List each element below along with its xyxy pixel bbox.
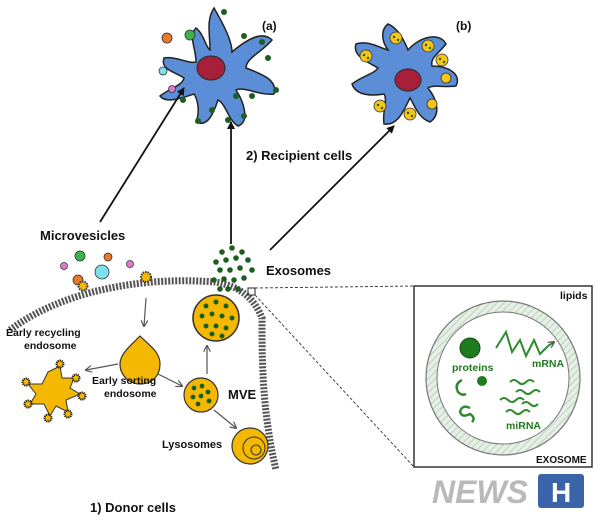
zoom-source-box <box>247 287 256 296</box>
inset-lipids-label: lipids <box>560 290 588 302</box>
svg-text:NEWS: NEWS <box>432 474 529 510</box>
zoom-line-top <box>254 285 415 289</box>
early-sorting-endosome <box>119 335 161 385</box>
mrna-strand <box>495 329 549 359</box>
early-sorting-label-2: endosome <box>104 388 157 400</box>
exosome-inset <box>413 285 593 468</box>
recipient-cells-label: 2) Recipient cells <box>246 148 352 163</box>
exosomes-label: Exosomes <box>266 263 331 278</box>
panel-b-label: (b) <box>456 19 471 33</box>
protein-small <box>477 376 487 386</box>
lysosomes-label: Lysosomes <box>162 439 222 451</box>
hook-shape-1 <box>455 378 467 396</box>
arrow-membrane-to-sorting <box>144 297 146 326</box>
mve-label: MVE <box>228 387 257 402</box>
arrow-sorting-to-mve <box>157 373 182 386</box>
inset-proteins-label: proteins <box>452 362 494 374</box>
microvesicles-label: Microvesicles <box>40 228 125 243</box>
arrow-mve-to-lysosome <box>213 409 236 428</box>
microvesicle-particles <box>60 250 134 286</box>
budding-vesicles <box>77 271 152 292</box>
exosome-cluster <box>211 245 255 292</box>
arrow-to-cell-a-left <box>99 87 185 223</box>
inset-exosome-label: EXOSOME <box>536 455 587 466</box>
lysosome <box>231 427 269 465</box>
recipient-cell-a <box>158 6 279 127</box>
panel-a-label: (a) <box>262 19 277 33</box>
donor-cell-membrane <box>7 277 280 471</box>
early-sorting-label-1: Early sorting <box>92 375 156 387</box>
inset-mrna-label: mRNA <box>532 358 565 370</box>
watermark-logo: NEWS H <box>432 474 584 510</box>
arrow-sorting-to-recycling <box>86 363 119 370</box>
svg-text:H: H <box>551 477 571 508</box>
early-recycling-label-1: Early recycling <box>6 327 81 339</box>
arrow-to-cell-b <box>269 125 395 251</box>
early-recycling-label-2: endosome <box>24 340 77 352</box>
zoom-line-bottom <box>254 294 415 468</box>
protein-large <box>459 337 481 359</box>
mirna-strands <box>499 379 541 415</box>
recipient-cell-b <box>351 23 459 125</box>
donor-cells-label: 1) Donor cells <box>90 500 176 515</box>
mve <box>183 377 219 413</box>
mve-fusing <box>192 294 240 342</box>
early-recycling-endosome <box>21 359 87 423</box>
hook-shape-2 <box>458 405 475 423</box>
inset-mirna-label: miRNA <box>506 420 541 432</box>
